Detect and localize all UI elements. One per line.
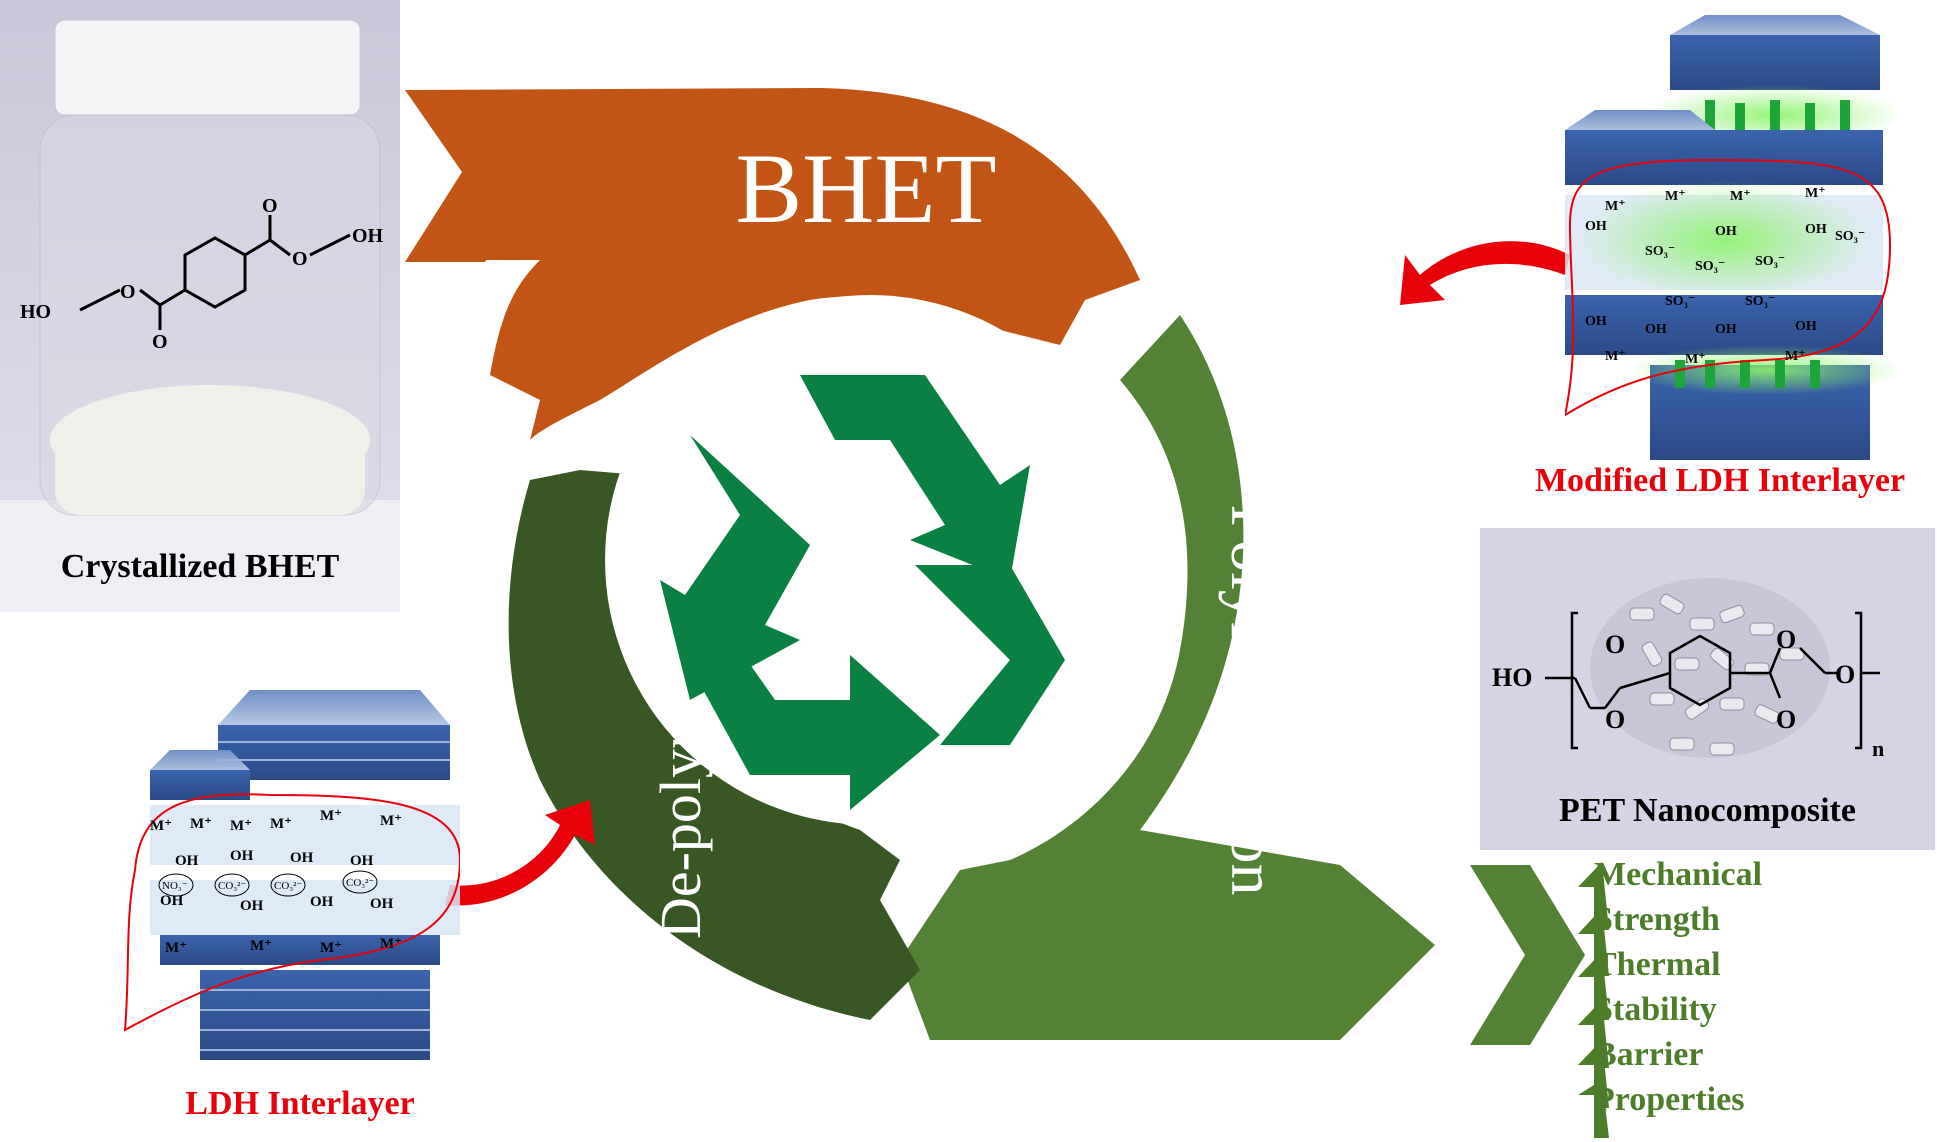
svg-text:M⁺: M⁺: [380, 936, 402, 952]
polymerization-chevron: [1470, 865, 1585, 1045]
svg-text:OH: OH: [352, 225, 384, 247]
benefit-line: Mechanical: [1594, 856, 1763, 893]
svg-text:OH: OH: [1805, 222, 1827, 237]
bhet-photo: O O OH O O HO Crystallized BHET: [0, 0, 400, 612]
svg-text:O: O: [1776, 625, 1796, 654]
polymerization-band: [900, 315, 1435, 1040]
svg-text:M⁺: M⁺: [270, 816, 292, 832]
svg-text:M⁺: M⁺: [1730, 189, 1751, 204]
svg-text:OH: OH: [1795, 319, 1817, 334]
svg-text:OH: OH: [230, 848, 254, 864]
svg-text:O: O: [1605, 705, 1625, 734]
svg-text:OH: OH: [1715, 224, 1737, 239]
svg-text:CO₃²⁻: CO₃²⁻: [218, 880, 246, 892]
pet-photo: HO O O O O O n PET Nanocomposite: [1480, 528, 1935, 850]
svg-text:M⁺: M⁺: [250, 938, 272, 954]
svg-text:O: O: [120, 281, 136, 303]
svg-text:SO₃⁻: SO₃⁻: [1645, 244, 1675, 259]
svg-text:M⁺: M⁺: [1685, 352, 1706, 367]
svg-text:OH: OH: [1585, 314, 1607, 329]
svg-text:M⁺: M⁺: [1805, 186, 1826, 201]
svg-text:OH: OH: [310, 894, 334, 910]
ldh-interlayer-left: M⁺ M⁺ M⁺ M⁺ M⁺ M⁺ OH OH OH OH OH OH OH O…: [120, 670, 462, 1100]
benefit-line: Thermal: [1594, 946, 1721, 983]
svg-text:M⁺: M⁺: [230, 818, 252, 834]
bhet-band: [410, 88, 1140, 440]
svg-text:M⁺: M⁺: [320, 808, 342, 824]
svg-text:OH: OH: [1715, 322, 1737, 337]
svg-text:M⁺: M⁺: [165, 940, 187, 956]
ldh-right-caption: Modified LDH Interlayer: [1534, 462, 1906, 499]
ldh-interlayer-right: M⁺ M⁺ M⁺ M⁺ OH OH OH SO₃⁻ SO₃⁻ SO₃⁻ SO₃⁻…: [1563, 15, 1905, 460]
svg-text:O: O: [262, 195, 278, 217]
recycle-icon: [660, 375, 1065, 810]
jar-cap: [54, 19, 361, 116]
svg-text:O: O: [1776, 705, 1796, 734]
depolymerization-band-label: De-polymerization: [648, 501, 713, 939]
svg-text:CO₃²⁻: CO₃²⁻: [346, 877, 374, 889]
svg-text:n: n: [1872, 736, 1884, 761]
svg-text:O: O: [292, 248, 308, 270]
svg-text:M⁺: M⁺: [1665, 189, 1686, 204]
svg-text:OH: OH: [175, 853, 199, 869]
bhet-chevron: [405, 90, 540, 262]
svg-text:SO₃⁻: SO₃⁻: [1745, 294, 1775, 309]
svg-text:M⁺: M⁺: [1605, 349, 1626, 364]
svg-text:M⁺: M⁺: [320, 940, 342, 956]
benefit-line: Barrier: [1594, 1036, 1704, 1073]
svg-text:SO₃⁻: SO₃⁻: [1695, 259, 1725, 274]
curved-red-arrow-icon: [445, 800, 595, 906]
svg-text:OH: OH: [160, 893, 184, 909]
svg-text:M⁺: M⁺: [190, 816, 212, 832]
svg-text:O: O: [1835, 660, 1855, 689]
svg-text:M⁺: M⁺: [380, 813, 402, 829]
benefit-barrier-properties: Barrier Properties: [1594, 1032, 1744, 1122]
svg-text:HO: HO: [1492, 663, 1532, 692]
polymerization-band-label: Polymerization: [1218, 504, 1289, 895]
svg-text:M⁺: M⁺: [150, 818, 172, 834]
svg-text:OH: OH: [1585, 219, 1607, 234]
curved-red-arrow-icon: [1400, 241, 1570, 305]
bhet-band-label: BHET: [735, 133, 996, 244]
svg-text:OH: OH: [290, 850, 314, 866]
svg-text:SO₃⁻: SO₃⁻: [1835, 229, 1865, 244]
up-arrow-icon: [1578, 862, 1609, 1138]
svg-text:OH: OH: [1645, 322, 1667, 337]
svg-text:SO₃⁻: SO₃⁻: [1755, 254, 1785, 269]
svg-text:M⁺: M⁺: [1785, 349, 1806, 364]
ldh-left-caption: LDH Interlayer: [185, 1085, 415, 1122]
bhet-structure: [79, 215, 351, 330]
svg-text:OH: OH: [370, 896, 394, 912]
ldh-stack: [150, 690, 460, 1060]
svg-text:OH: OH: [240, 898, 264, 914]
svg-text:OH: OH: [350, 853, 374, 869]
benefit-thermal-stability: Thermal Stability: [1594, 942, 1721, 1032]
benefit-line: Strength: [1594, 901, 1720, 938]
bhet-photo-caption: Crystallized BHET: [60, 548, 340, 585]
svg-text:CO₃²⁻: CO₃²⁻: [274, 880, 302, 892]
benefit-line: Stability: [1594, 991, 1717, 1028]
benefit-line: Properties: [1594, 1081, 1745, 1118]
pet-structure: [1545, 611, 1880, 750]
svg-text:HO: HO: [20, 301, 51, 323]
svg-text:SO₃⁻: SO₃⁻: [1665, 294, 1695, 309]
pet-photo-caption: PET Nanocomposite: [1559, 792, 1856, 829]
svg-text:O: O: [1605, 630, 1625, 659]
benefit-mechanical-strength: Mechanical Strength: [1594, 852, 1762, 942]
svg-text:NO₃⁻: NO₃⁻: [162, 880, 188, 892]
svg-text:O: O: [152, 331, 168, 353]
svg-text:M⁺: M⁺: [1605, 199, 1626, 214]
